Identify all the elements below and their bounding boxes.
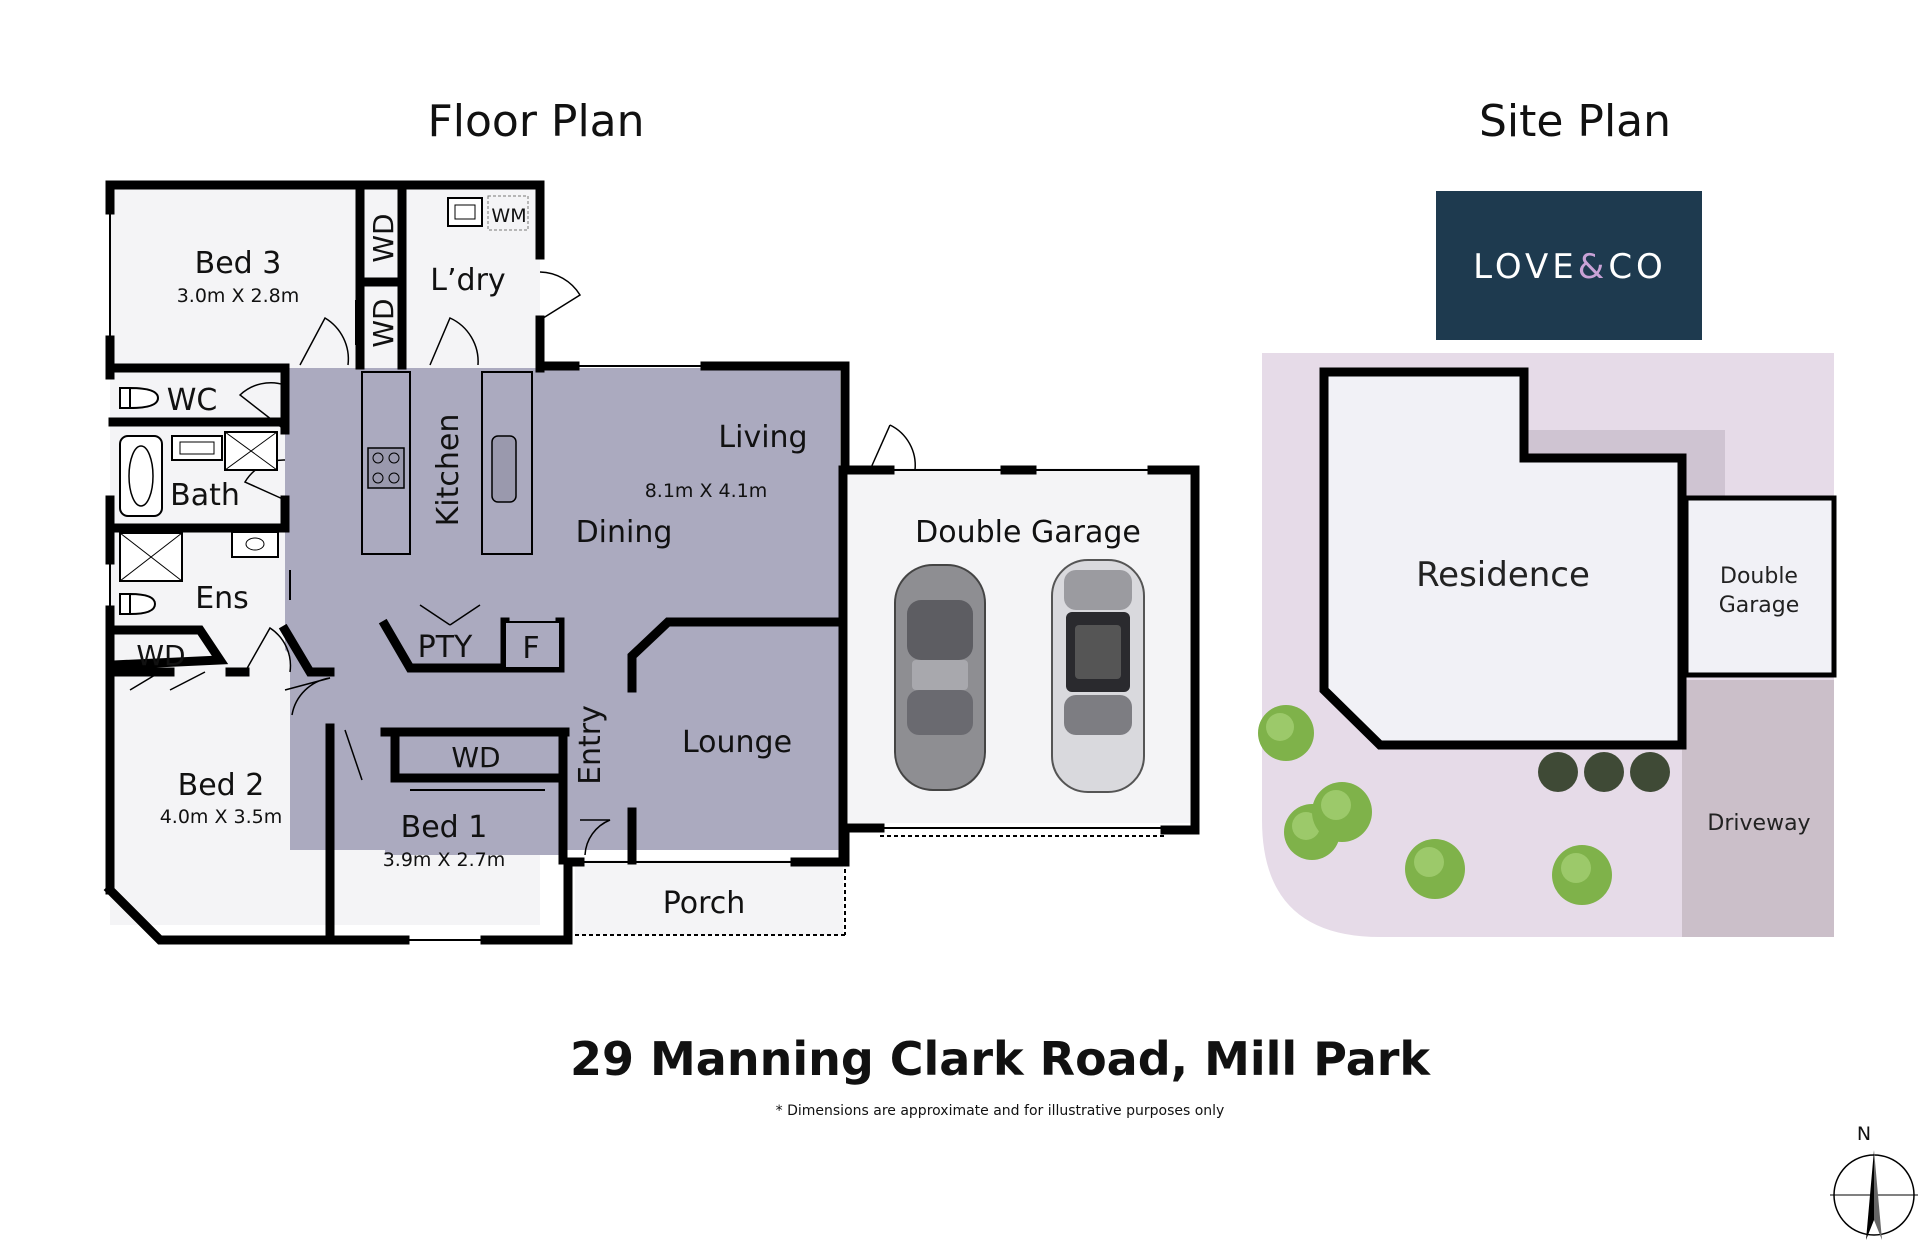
floor-plan: Bed 3 3.0m X 2.8m WD WD WM L’dry WC Bath… [103,180,1200,945]
address: 29 Manning Clark Road, Mill Park [570,1032,1431,1086]
laundry-label: L’dry [430,263,505,298]
wd-mid-label: WD [367,298,400,347]
driveway-area [1682,680,1834,937]
wm-label: WM [491,205,526,227]
car-right-icon [1051,559,1145,793]
site-garage-label-1: Double [1720,564,1798,589]
site-garage-label-2: Garage [1719,593,1800,618]
tree-icon [1312,782,1372,842]
fridge-label: F [522,631,539,666]
residence-label: Residence [1416,555,1590,595]
ens-toilet-icon [119,593,131,615]
tree-icon [1258,705,1314,761]
bed3-label: Bed 3 [195,246,282,281]
sink-icon [491,435,517,503]
north-label: N [1857,1123,1871,1145]
bed1-label: Bed 1 [401,810,488,845]
fridge-space [504,621,561,669]
driveway-label: Driveway [1707,811,1810,836]
brand-logo-box [1436,191,1702,340]
site-plan-title: Site Plan [1479,96,1671,147]
kitchen-label: Kitchen [431,414,466,527]
wd-top-label: WD [367,213,400,262]
hedge-icon [1538,752,1670,792]
kitchen-island [481,371,533,555]
porch-label: Porch [663,886,746,921]
brand-logo-text: LOVE&CO [1473,247,1667,287]
residence-footprint [1319,367,1687,750]
ens-vanity-icon [231,531,279,558]
pantry-label: PTY [418,630,473,665]
bed2-dims: 4.0m X 3.5m [160,806,283,828]
tree-icon [1552,845,1612,905]
car-left-icon [894,564,986,791]
porch-fill [575,860,843,935]
disclaimer: * Dimensions are approximate and for ill… [776,1103,1225,1119]
living-label: Living [718,420,807,455]
living-dims: 8.1m X 4.1m [645,480,768,502]
ensuite-label: Ens [195,581,249,616]
bed3-dims: 3.0m X 2.8m [177,285,300,307]
wc-label: WC [167,383,218,418]
tree-icon [1405,839,1465,899]
floor-plan-title: Floor Plan [427,96,644,147]
washing-machine-icon [487,195,529,231]
bed1-dims: 3.9m X 2.7m [383,849,506,871]
entry-label: Entry [573,705,608,785]
wc-toilet-icon [119,387,131,409]
bath-label: Bath [170,478,240,513]
bed2-label: Bed 2 [178,768,265,803]
laundry-tub-icon [447,197,483,227]
north-wall [105,180,545,260]
wd-ens-label: WD [136,639,185,672]
site-garage-footprint [1683,495,1837,678]
garage-label: Double Garage [915,515,1141,550]
dining-label: Dining [576,515,673,550]
bathtub-icon [119,435,163,517]
cooktop-icon [367,447,405,489]
site-plan: LOVE&CO Residence Double [1258,191,1837,937]
north-arrow-icon: N [1830,1123,1918,1240]
lounge-label: Lounge [682,725,792,760]
wd-bed1-label: WD [451,741,500,774]
